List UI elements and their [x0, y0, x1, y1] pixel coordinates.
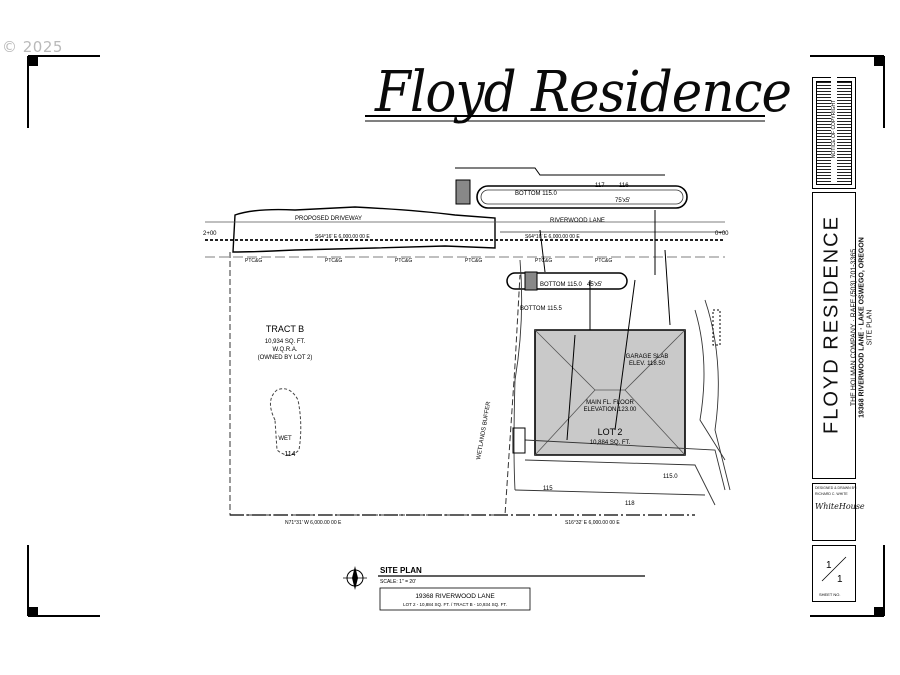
- corner-mark-br: [874, 607, 884, 617]
- buffer-label: WETLANDS BUFFER: [476, 401, 492, 461]
- corner-mark-tl: [28, 56, 38, 66]
- svg-text:(OWNED BY LOT 2): (OWNED BY LOT 2): [258, 355, 313, 361]
- designer-block: DESIGNED & DRAWN BY: RICHARD C. WHITE Wh…: [812, 483, 865, 541]
- svg-text:45'x5': 45'x5': [587, 282, 602, 288]
- copyright-notice-panel: NOTICE OF COPYRIGHT: [812, 74, 856, 189]
- svg-text:SHEET NO.: SHEET NO.: [819, 592, 841, 597]
- wet-label: WET: [278, 436, 292, 442]
- svg-text:BOTTOM 115.5: BOTTOM 115.5: [520, 306, 562, 312]
- svg-text:N71°31' W 6,000.00 00 E: N71°31' W 6,000.00 00 E: [285, 520, 342, 526]
- svg-text:GARAGE SLAB: GARAGE SLAB: [626, 354, 669, 360]
- title-block-main: FLOYD RESIDENCE THE HOLMAN COMPANY · RAF…: [812, 192, 874, 479]
- svg-text:LOT 2 - 10,884 SQ. FT. / TRACT: LOT 2 - 10,884 SQ. FT. / TRACT B - 10,93…: [403, 602, 507, 607]
- catch-basin-1: [455, 179, 471, 205]
- svg-text:ELEV. 118.50: ELEV. 118.50: [629, 361, 666, 367]
- tract-name: TRACT B: [266, 324, 304, 334]
- tract-b-boundary: [229, 252, 521, 516]
- lot-name: LOT 2: [598, 427, 623, 437]
- title-underline: [365, 115, 765, 122]
- svg-text:S64°16' E 6,000.00 00 E: S64°16' E 6,000.00 00 E: [315, 234, 370, 240]
- svg-text:S64°16' E 6,000.00 00 E: S64°16' E 6,000.00 00 E: [525, 234, 580, 240]
- svg-text:116: 116: [619, 183, 629, 189]
- svg-text:PTC&G: PTC&G: [395, 258, 412, 264]
- svg-text:1: 1: [837, 574, 843, 585]
- firm-logo: WhiteHouse: [815, 502, 865, 511]
- driveway-outline: [232, 206, 496, 253]
- svg-text:W.Q.R.A.: W.Q.R.A.: [272, 347, 297, 353]
- site-plan-drawing: TRACT B 10,934 SQ. FT. W.Q.R.A. (OWNED B…: [203, 167, 731, 526]
- svg-text:MAIN FL. FLOOR: MAIN FL. FLOOR: [586, 400, 634, 406]
- svg-text:ELEVATION 123.00: ELEVATION 123.00: [584, 407, 637, 413]
- svg-text:114: 114: [284, 451, 295, 458]
- svg-text:118: 118: [625, 501, 635, 507]
- proposed-driveway-label: PROPOSED DRIVEWAY: [295, 216, 362, 222]
- detention-pond-small: [506, 272, 628, 290]
- svg-text:PTC&G: PTC&G: [465, 258, 482, 264]
- corner-mark-bl: [28, 607, 38, 617]
- svg-text:2+00: 2+00: [203, 231, 217, 237]
- svg-text:0+00: 0+00: [715, 231, 729, 237]
- wetland-area: [270, 388, 302, 456]
- street-name-label: RIVERWOOD LANE: [550, 218, 605, 224]
- page-title: Floyd Residence: [375, 60, 792, 125]
- caption-heading: SITE PLAN: [380, 566, 422, 575]
- svg-text:PTC&G: PTC&G: [325, 258, 342, 264]
- contour-lines: [513, 259, 731, 506]
- svg-text:BOTTOM 115.0: BOTTOM 115.0: [515, 191, 557, 197]
- svg-text:1: 1: [826, 560, 832, 571]
- svg-text:SCALE: 1" = 20': SCALE: 1" = 20': [380, 579, 416, 585]
- corner-mark-tr: [874, 56, 884, 66]
- utility-lines: [539, 210, 671, 441]
- caption-address: 19368 RIVERWOOD LANE: [415, 593, 495, 600]
- residence-name: FLOYD RESIDENCE: [820, 215, 843, 434]
- detention-pond-top: [476, 185, 688, 209]
- svg-text:75'x5': 75'x5': [615, 198, 630, 204]
- sheet-number-block: 1 1 SHEET NO.: [812, 545, 856, 602]
- svg-text:10,884 SQ. FT.: 10,884 SQ. FT.: [590, 440, 631, 446]
- svg-text:BOTTOM 115.0: BOTTOM 115.0: [540, 282, 582, 288]
- svg-text:115.0: 115.0: [663, 474, 678, 480]
- svg-text:S16°32' E 6,000.00 00 E: S16°32' E 6,000.00 00 E: [565, 520, 620, 526]
- svg-text:117: 117: [595, 183, 605, 189]
- svg-text:10,934 SQ. FT.: 10,934 SQ. FT.: [265, 339, 306, 345]
- svg-text:PTC&G: PTC&G: [245, 258, 262, 264]
- caption-block: SITE PLAN SCALE: 1" = 20' 19368 RIVERWOO…: [343, 566, 645, 611]
- svg-text:PTC&G: PTC&G: [595, 258, 612, 264]
- copyright-notice: © 2025: [2, 38, 63, 56]
- svg-text:115: 115: [543, 486, 553, 492]
- svg-text:PTC&G: PTC&G: [535, 258, 552, 264]
